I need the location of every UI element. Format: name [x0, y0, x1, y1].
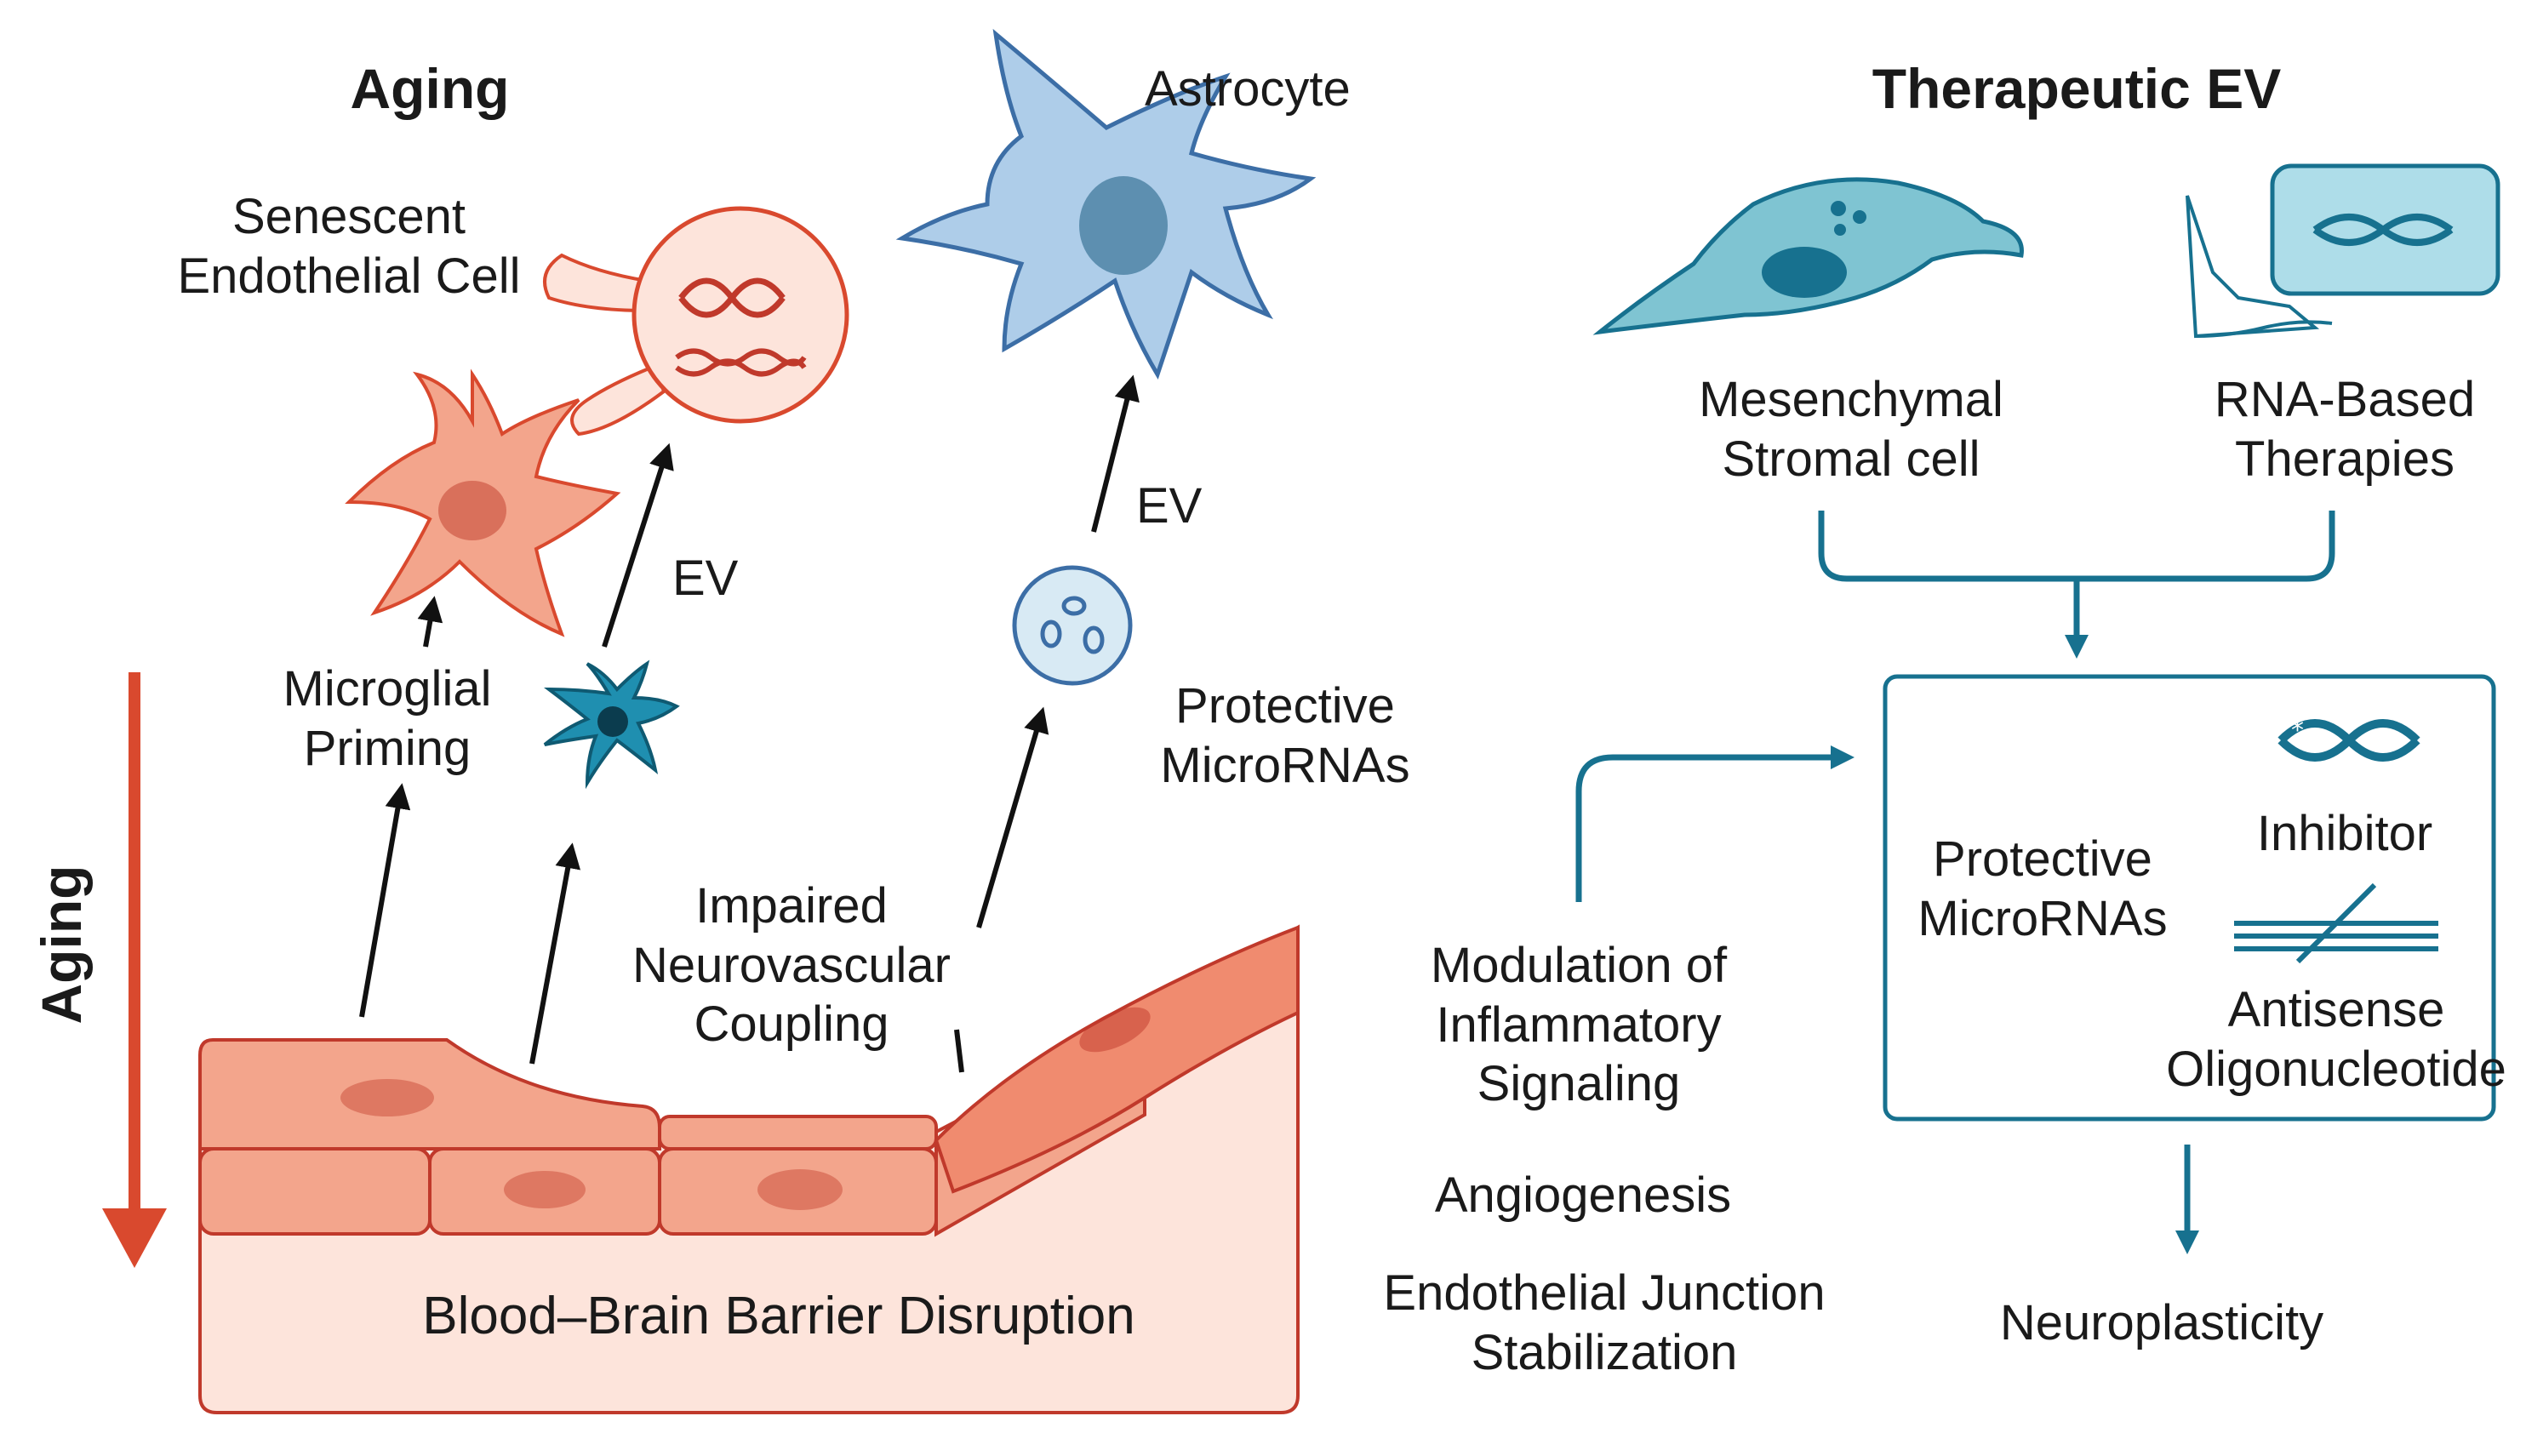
label-rna-based-therapies: RNA-Based Therapies [2214, 372, 2476, 487]
label-senescent-endothelial-cell: Senescent Endothelial Cell [177, 189, 521, 304]
label-ev-right: EV [1136, 478, 1203, 534]
svg-text:*: * [2291, 716, 2304, 745]
antisense-strand-icon [2234, 882, 2438, 964]
endothelial-cell-top-2 [658, 1115, 938, 1151]
label-angiogenesis: Angiogenesis [1434, 1168, 1732, 1223]
endothelial-cell-bottom-1 [198, 1147, 431, 1236]
ev-vesicle [1012, 565, 1133, 686]
nucleus [504, 1171, 586, 1208]
nucleus [1079, 1007, 1151, 1053]
label-ev-left: EV [672, 551, 739, 606]
arrow [976, 706, 1049, 928]
astrocyte [895, 28, 1317, 380]
arrow [1575, 745, 1854, 902]
rna-therapy-icon [2186, 163, 2500, 339]
title-aging: Aging [350, 57, 510, 120]
therapy-box: * [1883, 674, 2496, 1122]
label-astrocyte: Astrocyte [1145, 61, 1351, 117]
label-neuroplasticity: Neuroplasticity [1999, 1295, 2324, 1350]
label-inhibitor: Inhibitor [2256, 806, 2433, 861]
label-microglial-priming: Microglial Priming [283, 661, 492, 776]
mesenchymal-stromal-cell [1592, 177, 2024, 335]
label-impaired-neurovascular-coupling: Impaired Neurovascular Coupling [632, 878, 951, 1053]
label-antisense-oligonucleotide: Antisense Oligonucleotide [2166, 982, 2506, 1097]
blood-brain-barrier [198, 924, 1300, 1414]
microglia-small [543, 659, 680, 790]
dna-icon [2277, 719, 2420, 762]
arrow [417, 596, 443, 648]
aging-axis-label: Aging [30, 865, 93, 1025]
senescent-endothelial-cell [543, 206, 849, 437]
activated-microglia [345, 368, 621, 637]
endothelial-cell-rising-2 [934, 925, 1300, 1194]
arrow [602, 443, 674, 648]
nucleus [757, 1169, 843, 1210]
arrow [359, 783, 411, 1018]
label-mesenchymal-stromal-cell: Mesenchymal Stromal cell [1699, 372, 2003, 487]
teal-connectors [1575, 511, 2335, 1254]
aging-arrow [102, 672, 167, 1268]
title-therapeutic-ev: Therapeutic EV [1872, 57, 2282, 120]
dna-icon [678, 277, 786, 318]
nucleus [340, 1079, 434, 1116]
dna-icon [2312, 214, 2454, 246]
label-protective-micrornas-box: Protective MicroRNAs [1917, 831, 2168, 946]
arrow [1091, 374, 1140, 533]
label-protective-micrornas-left: Protective MicroRNAs [1160, 678, 1410, 793]
label-bbb-disruption: Blood–Brain Barrier Disruption [422, 1287, 1135, 1345]
arrow [529, 842, 581, 1065]
label-modulation-inflammatory-signaling: Modulation of Inflammatory Signaling [1430, 938, 1728, 1112]
label-endothelial-junction-stabilization: Endothelial Junction Stabilization [1383, 1265, 1826, 1380]
left-arrows [359, 374, 1140, 1073]
